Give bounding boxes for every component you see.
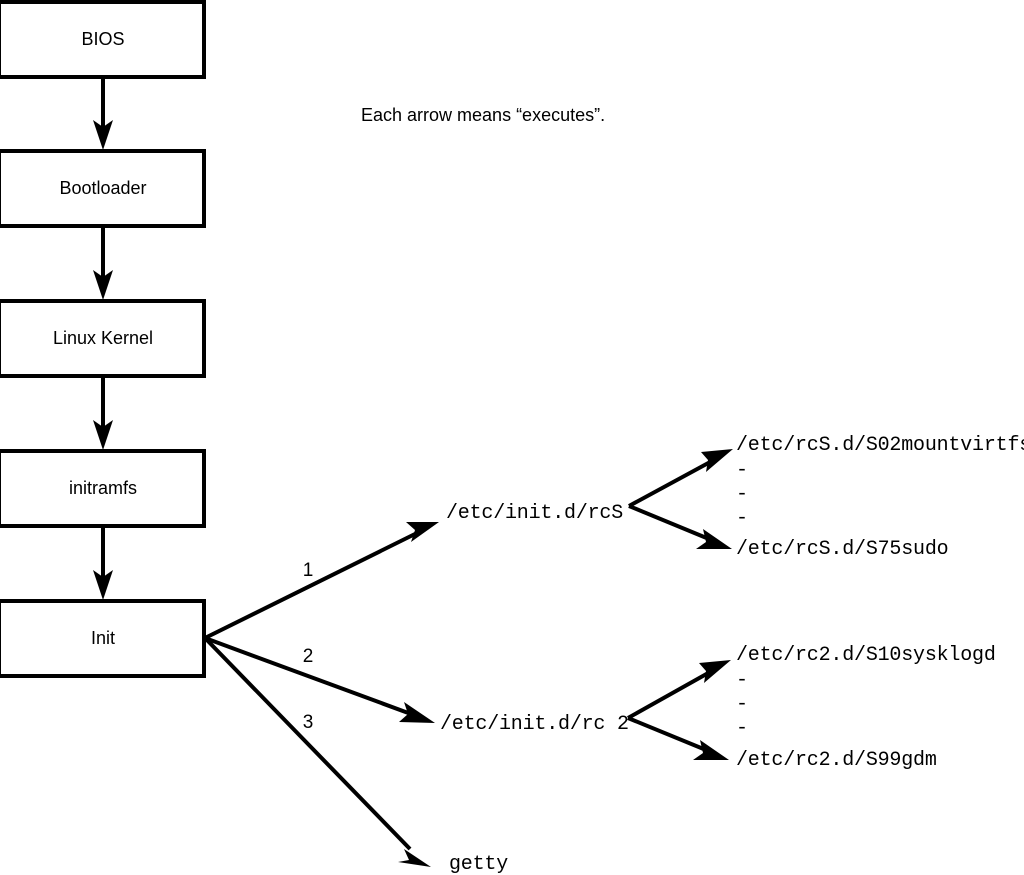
node-initramfs-label: initramfs — [69, 478, 137, 498]
node-rcs-label[interactable]: /etc/init.d/rcS — [446, 502, 623, 525]
chain-connector-kernel-initramfs — [93, 377, 113, 450]
diagram-caption: Each arrow means “executes”. — [361, 105, 605, 125]
node-initramfs[interactable]: initramfs — [0, 449, 206, 528]
node-rc2-first-script[interactable]: /etc/rc2.d/S10sysklogd — [736, 644, 996, 667]
node-rcs-last-script[interactable]: /etc/rcS.d/S75sudo — [736, 538, 949, 561]
chain-connector-bootloader-kernel — [93, 228, 113, 300]
node-init[interactable]: Init — [0, 599, 206, 678]
edge-init-to-rc2: 2 — [204, 636, 435, 723]
edge-init-to-rcs: 1 — [204, 522, 439, 640]
node-rcs-first-script[interactable]: /etc/rcS.d/S02mountvirtfs — [736, 434, 1024, 457]
rcs-ellipsis-dash-3: - — [736, 507, 748, 530]
edge-rc2-to-last-script — [627, 716, 729, 760]
rc2-ellipsis-dash-2: - — [736, 693, 748, 716]
node-init-label: Init — [91, 628, 115, 648]
node-bootloader-label: Bootloader — [59, 178, 146, 198]
chain-connector-bios-bootloader — [93, 78, 113, 150]
chain-connector-initramfs-init — [93, 527, 113, 600]
node-linux-kernel-label: Linux Kernel — [53, 328, 153, 348]
edge-rc2-to-first-script — [627, 660, 731, 720]
node-rc2-label[interactable]: /etc/init.d/rc 2 — [440, 713, 629, 736]
edge-label-2: 2 — [303, 646, 314, 667]
node-bootloader[interactable]: Bootloader — [0, 149, 206, 228]
node-getty-label[interactable]: getty — [449, 853, 508, 875]
edge-label-3: 3 — [303, 712, 314, 733]
rc2-ellipsis-dash-3: - — [736, 717, 748, 740]
edge-label-1: 1 — [303, 560, 314, 581]
node-rc2-last-script[interactable]: /etc/rc2.d/S99gdm — [736, 749, 937, 772]
node-bios[interactable]: BIOS — [0, 0, 206, 79]
rcs-ellipsis-dash-2: - — [736, 483, 748, 506]
edge-rcs-to-first-script — [628, 449, 733, 508]
rc2-ellipsis-dash-1: - — [736, 669, 748, 692]
rcs-ellipsis-dash-1: - — [736, 459, 748, 482]
edge-rcs-to-last-script — [628, 504, 732, 549]
node-linux-kernel[interactable]: Linux Kernel — [0, 299, 206, 378]
edge-init-to-getty: 3 — [203, 636, 431, 867]
node-bios-label: BIOS — [81, 29, 124, 49]
